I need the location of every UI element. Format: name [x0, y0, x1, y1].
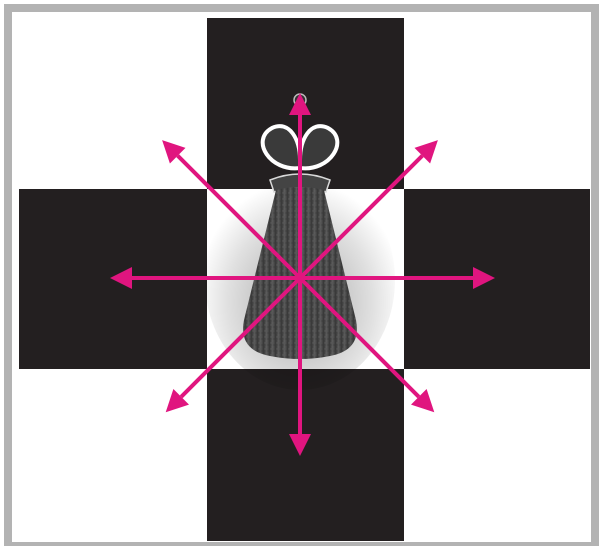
board-square-light	[404, 369, 590, 541]
board-square-light	[404, 18, 590, 189]
board-square-light	[19, 18, 207, 189]
board-square-dark	[207, 369, 404, 541]
